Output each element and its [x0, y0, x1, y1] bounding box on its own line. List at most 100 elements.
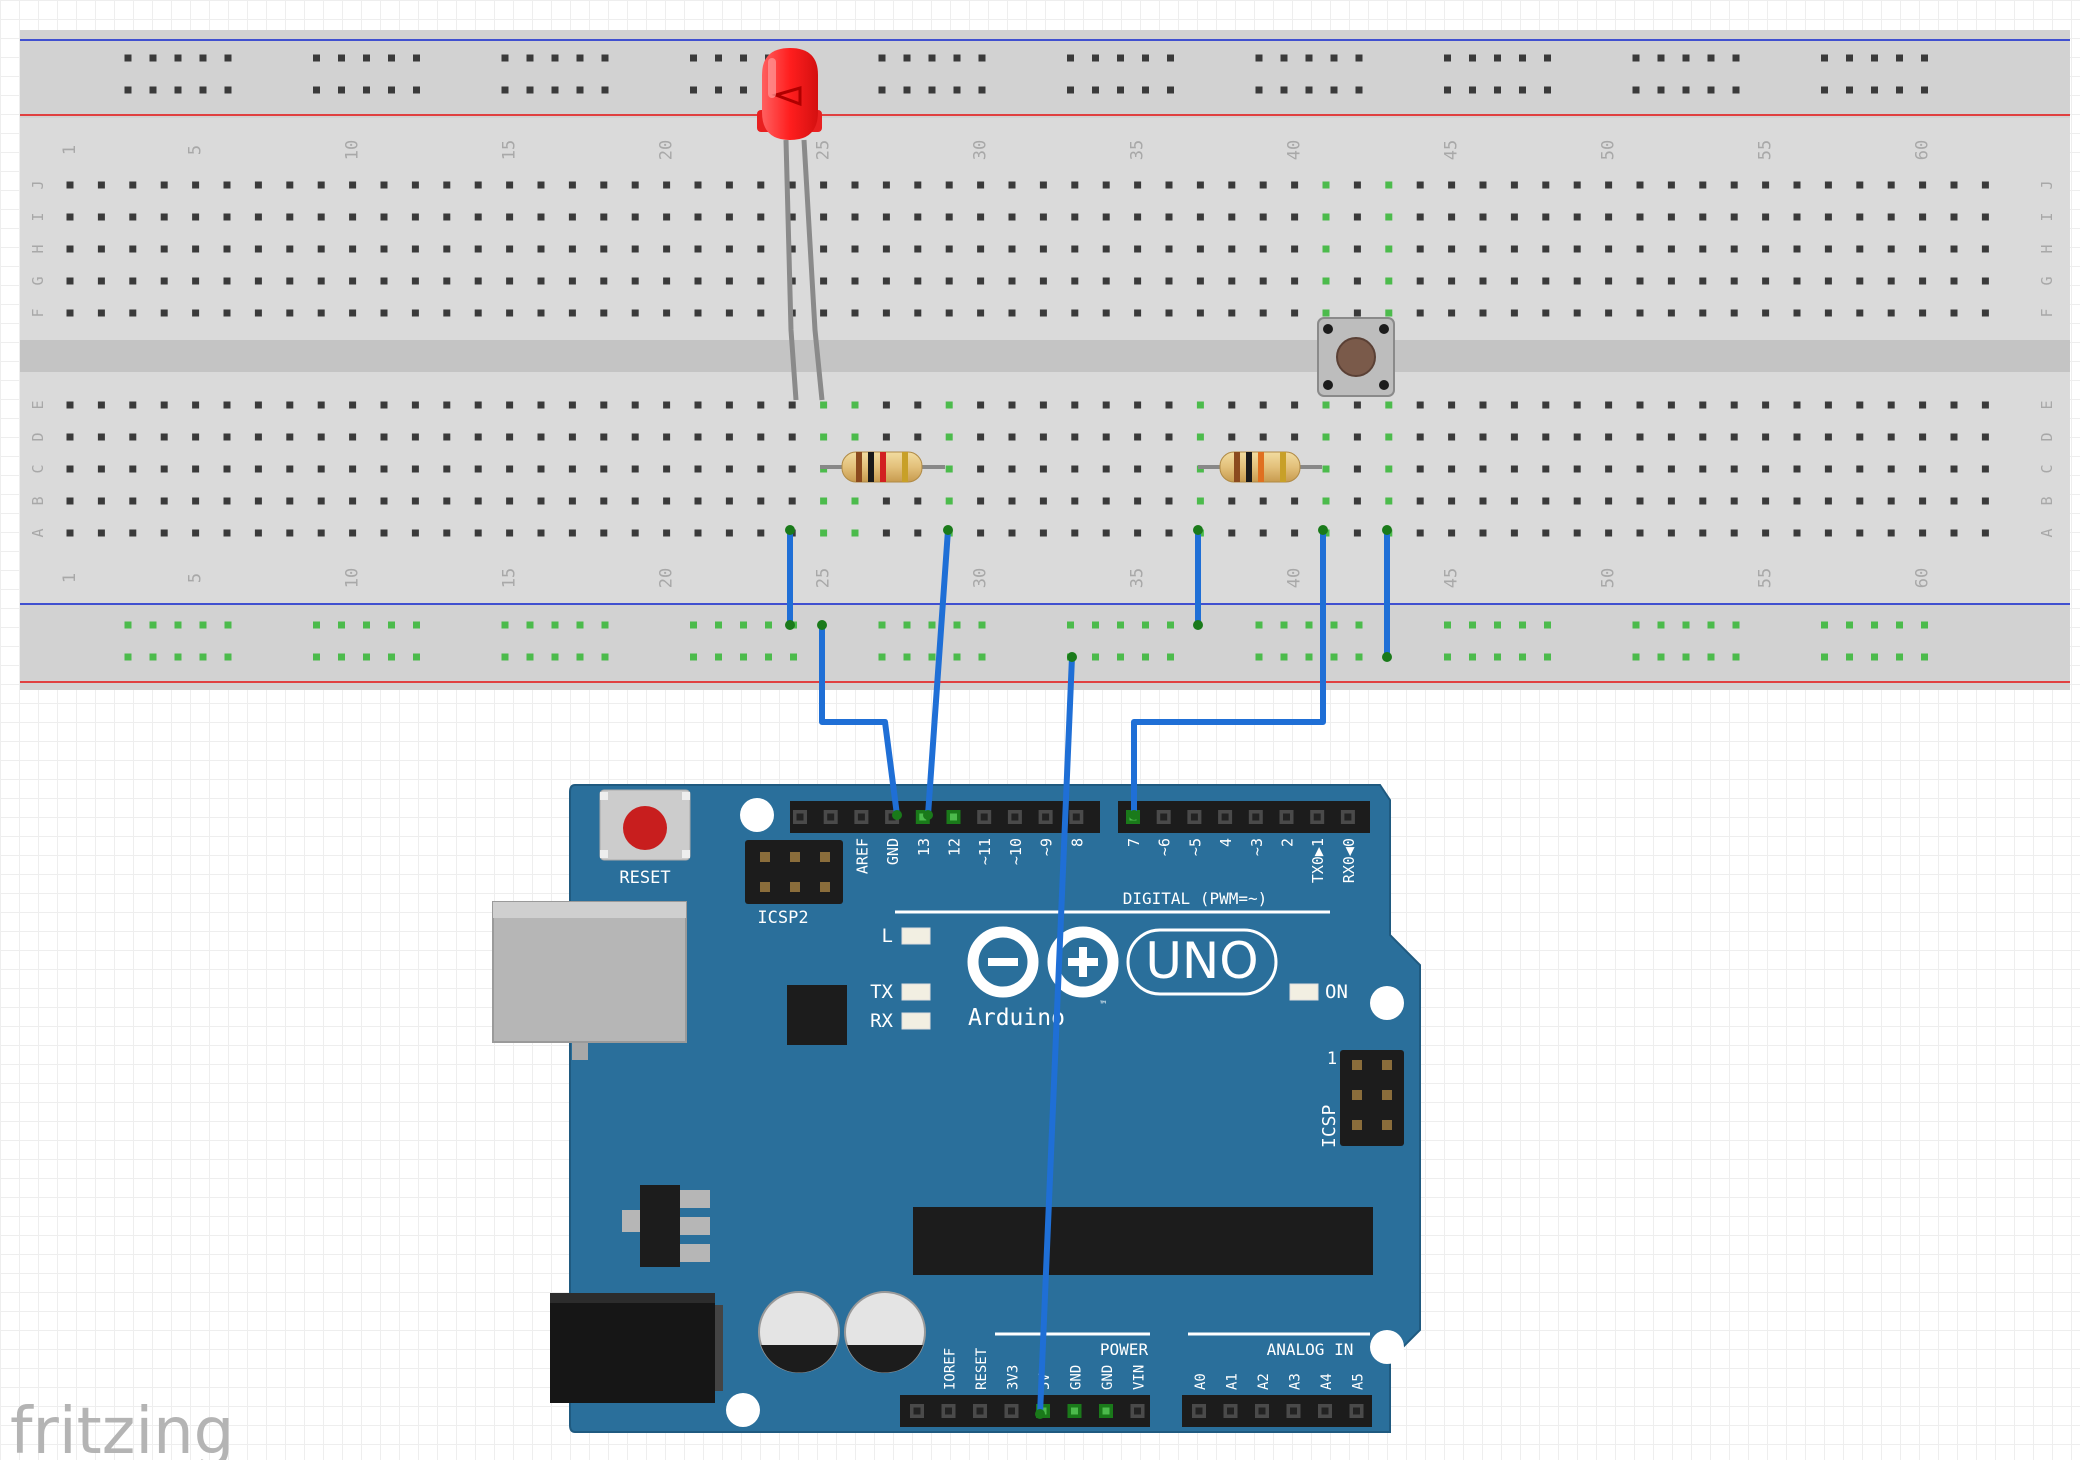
breadboard-hole[interactable]	[1730, 529, 1738, 537]
breadboard-hole[interactable]	[474, 213, 482, 221]
breadboard-hole[interactable]	[694, 529, 702, 537]
breadboard-hole[interactable]	[882, 245, 890, 253]
breadboard-hole[interactable]	[1762, 497, 1770, 505]
breadboard-hole[interactable]	[537, 401, 545, 409]
breadboard-hole[interactable]	[1510, 181, 1518, 189]
breadboard-hole[interactable]	[1824, 497, 1832, 505]
breadboard-hole[interactable]	[1228, 529, 1236, 537]
breadboard-hole[interactable]	[631, 497, 639, 505]
power-rail-hole[interactable]	[576, 621, 584, 629]
breadboard-hole[interactable]	[97, 433, 105, 441]
breadboard-hole[interactable]	[380, 401, 388, 409]
breadboard-hole[interactable]	[1605, 245, 1613, 253]
breadboard-hole[interactable]	[129, 497, 137, 505]
breadboard-hole[interactable]	[1573, 245, 1581, 253]
breadboard-hole[interactable]	[1699, 497, 1707, 505]
breadboard-hole[interactable]	[1134, 245, 1142, 253]
breadboard-hole[interactable]	[663, 433, 671, 441]
breadboard-hole[interactable]	[192, 277, 200, 285]
power-rail-hole[interactable]	[224, 653, 232, 661]
power-rail-hole[interactable]	[928, 54, 936, 62]
breadboard-hole[interactable]	[1259, 245, 1267, 253]
breadboard-hole[interactable]	[1762, 277, 1770, 285]
red-led[interactable]	[757, 48, 825, 401]
breadboard-hole[interactable]	[914, 277, 922, 285]
breadboard-hole[interactable]	[1008, 213, 1016, 221]
breadboard-hole[interactable]	[1385, 277, 1393, 285]
breadboard-hole[interactable]	[1510, 277, 1518, 285]
power-rail-hole[interactable]	[363, 621, 370, 629]
breadboard-hole[interactable]	[66, 213, 74, 221]
power-rail-hole[interactable]	[1092, 86, 1099, 94]
breadboard-hole[interactable]	[568, 277, 576, 285]
breadboard-hole[interactable]	[1636, 401, 1644, 409]
power-rail-hole[interactable]	[1732, 54, 1740, 62]
power-rail-hole[interactable]	[1657, 86, 1665, 94]
breadboard-hole[interactable]	[1887, 497, 1895, 505]
breadboard-hole[interactable]	[1196, 213, 1204, 221]
breadboard-hole[interactable]	[223, 213, 231, 221]
power-rail-hole[interactable]	[601, 54, 609, 62]
breadboard-hole[interactable]	[286, 181, 294, 189]
breadboard-hole[interactable]	[1353, 213, 1361, 221]
power-rail-hole[interactable]	[715, 86, 722, 94]
breadboard-hole[interactable]	[1510, 433, 1518, 441]
breadboard-hole[interactable]	[1291, 497, 1299, 505]
breadboard-hole[interactable]	[1919, 181, 1927, 189]
tactile-pushbutton[interactable]	[1317, 317, 1395, 397]
power-rail-hole[interactable]	[1657, 54, 1665, 62]
breadboard-hole[interactable]	[1291, 245, 1299, 253]
breadboard-hole[interactable]	[1793, 309, 1801, 317]
breadboard-hole[interactable]	[725, 497, 733, 505]
breadboard-hole[interactable]	[1605, 401, 1613, 409]
breadboard-hole[interactable]	[1228, 245, 1236, 253]
breadboard-hole[interactable]	[223, 277, 231, 285]
power-rail-hole[interactable]	[1142, 86, 1149, 94]
breadboard-hole[interactable]	[820, 309, 828, 317]
power-rail-hole[interactable]	[1092, 653, 1099, 661]
breadboard-hole[interactable]	[977, 401, 985, 409]
breadboard-hole[interactable]	[506, 433, 514, 441]
breadboard-hole[interactable]	[945, 465, 953, 473]
breadboard-hole[interactable]	[757, 529, 765, 537]
breadboard-hole[interactable]	[506, 213, 514, 221]
breadboard-hole[interactable]	[1479, 277, 1487, 285]
breadboard-hole[interactable]	[568, 213, 576, 221]
power-rail-hole[interactable]	[1519, 86, 1526, 94]
breadboard-hole[interactable]	[1165, 529, 1173, 537]
power-rail-hole[interactable]	[526, 621, 534, 629]
power-rail-hole[interactable]	[363, 653, 370, 661]
wire-ground-rail-to-gnd[interactable]	[819, 622, 900, 818]
power-rail-hole[interactable]	[1846, 54, 1853, 62]
breadboard-hole[interactable]	[757, 401, 765, 409]
power-rail-hole[interactable]	[1871, 54, 1878, 62]
breadboard-hole[interactable]	[1134, 277, 1142, 285]
breadboard-hole[interactable]	[851, 213, 859, 221]
breadboard-hole[interactable]	[223, 529, 231, 537]
breadboard-hole[interactable]	[1196, 401, 1204, 409]
breadboard-hole[interactable]	[1291, 529, 1299, 537]
power-rail-hole[interactable]	[740, 653, 747, 661]
breadboard-hole[interactable]	[1385, 213, 1393, 221]
breadboard-hole[interactable]	[254, 277, 262, 285]
power-rail-hole[interactable]	[1519, 621, 1526, 629]
breadboard-hole[interactable]	[1887, 245, 1895, 253]
breadboard-hole[interactable]	[1039, 213, 1047, 221]
breadboard-hole[interactable]	[1824, 401, 1832, 409]
breadboard-hole[interactable]	[1039, 401, 1047, 409]
breadboard-hole[interactable]	[1008, 245, 1016, 253]
breadboard-hole[interactable]	[1950, 181, 1958, 189]
breadboard-hole[interactable]	[1196, 277, 1204, 285]
breadboard-hole[interactable]	[1730, 497, 1738, 505]
breadboard-hole[interactable]	[1793, 497, 1801, 505]
breadboard-hole[interactable]	[1856, 277, 1864, 285]
breadboard-hole[interactable]	[223, 433, 231, 441]
breadboard-hole[interactable]	[411, 181, 419, 189]
breadboard-hole[interactable]	[945, 181, 953, 189]
power-rail-hole[interactable]	[1142, 54, 1149, 62]
breadboard-hole[interactable]	[757, 245, 765, 253]
power-rail-hole[interactable]	[1921, 621, 1928, 629]
breadboard-hole[interactable]	[66, 309, 74, 317]
power-rail-hole[interactable]	[1846, 86, 1853, 94]
power-rail-hole[interactable]	[1355, 621, 1363, 629]
